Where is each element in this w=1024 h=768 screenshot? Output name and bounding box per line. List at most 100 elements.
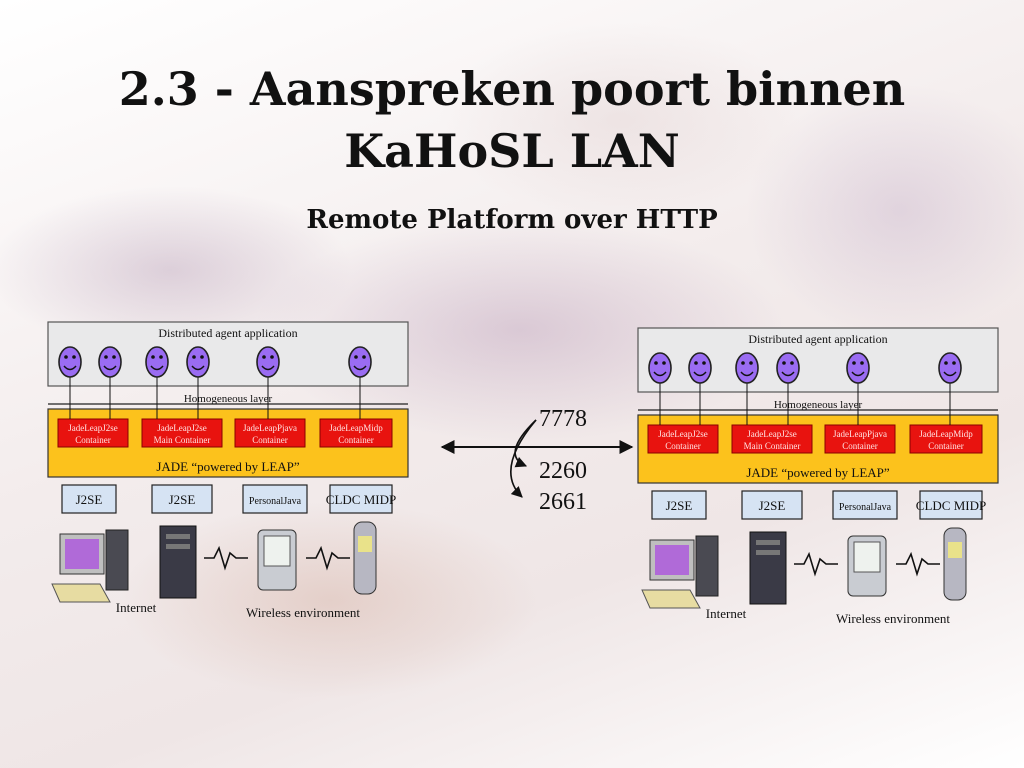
server-bay-icon (166, 534, 190, 539)
container-label: JadeLeapMidp (919, 429, 973, 439)
platform-diagram-right: Distributed agent applicationHomogeneous… (637, 327, 999, 626)
agent-mouth (943, 371, 957, 377)
layer-label: Homogeneous layer (774, 399, 863, 411)
container-box (824, 424, 896, 454)
container-label: JadeLeapJ2se (68, 423, 117, 433)
agent-eye (159, 355, 163, 359)
agent-mouth (353, 365, 367, 371)
agent-eye (64, 355, 68, 359)
wireless-link-icon (204, 545, 248, 571)
agent-eye (694, 361, 698, 365)
phone-screen-icon (948, 542, 962, 558)
agent-smiley (648, 352, 672, 384)
agent-eye (104, 355, 108, 359)
agent-eye (852, 361, 856, 365)
agent-smiley (348, 346, 372, 378)
container-box (647, 424, 719, 454)
wireless-label: Wireless environment (836, 611, 950, 626)
phone-screen-icon (358, 536, 372, 552)
runtime-box (61, 484, 117, 514)
runtime-box (329, 484, 393, 514)
title-line-1: 2.3 - Aanspreken poort binnen (118, 62, 906, 116)
server-bay-icon (756, 540, 780, 545)
agent-eye (192, 355, 196, 359)
runtime-label: J2SE (76, 492, 103, 507)
port-label: 2260 (539, 458, 587, 484)
runtime-box (832, 490, 898, 520)
container-label: Container (338, 435, 374, 445)
port-arrow-2260 (514, 419, 537, 468)
container-box (57, 418, 129, 448)
agent-eye (270, 355, 274, 359)
pc-tower-icon (695, 535, 719, 597)
wireless-link-icon (896, 551, 940, 577)
pc-screen-icon (65, 539, 99, 569)
container-box (234, 418, 306, 448)
agent-eye (860, 361, 864, 365)
phone-icon (353, 521, 377, 595)
container-label: Main Container (744, 441, 801, 451)
container-label: JadeLeapPjava (243, 423, 297, 433)
container-box (731, 424, 813, 454)
agent-smiley (776, 352, 800, 384)
runtime-box (651, 490, 707, 520)
agent-eye (749, 361, 753, 365)
keyboard-icon (641, 589, 701, 609)
server-bay-icon (166, 544, 190, 549)
agent-eye (200, 355, 204, 359)
agent-mouth (851, 371, 865, 377)
agent-eye (662, 361, 666, 365)
container-box (909, 424, 983, 454)
container-label: Main Container (154, 435, 211, 445)
container-label: JadeLeapPjava (833, 429, 887, 439)
pc-screen-icon (655, 545, 689, 575)
runtime-label: CLDC MIDP (326, 492, 396, 507)
port-arrow-2661 (510, 419, 537, 498)
container-label: JadeLeapMidp (329, 423, 383, 433)
layer-label: Homogeneous layer (184, 393, 273, 405)
agent-eye (354, 355, 358, 359)
agent-smiley (846, 352, 870, 384)
runtime-label: PersonalJava (839, 502, 892, 513)
agent-eye (262, 355, 266, 359)
wireless-link-icon (306, 545, 350, 571)
runtime-label: J2SE (666, 498, 693, 513)
agent-eye (952, 361, 956, 365)
jade-label: JADE “powered by LEAP” (746, 465, 890, 480)
container-box (141, 418, 223, 448)
platform-diagram-left: Distributed agent applicationHomogeneous… (47, 321, 409, 620)
container-label: Container (842, 441, 878, 451)
app-label: Distributed agent application (748, 332, 887, 346)
container-label: JadeLeapJ2se (157, 423, 206, 433)
port-label: 7778 (539, 406, 587, 432)
agent-eye (790, 361, 794, 365)
agent-mouth (63, 365, 77, 371)
container-label: Container (75, 435, 111, 445)
agent-mouth (261, 365, 275, 371)
phone-icon (943, 527, 967, 601)
wireless-link-icon (794, 551, 838, 577)
agent-mouth (191, 365, 205, 371)
runtime-box (151, 484, 213, 514)
runtime-label: CLDC MIDP (916, 498, 986, 513)
container-label: Container (928, 441, 964, 451)
container-label: Container (665, 441, 701, 451)
pda-screen-icon (853, 541, 881, 573)
runtime-box (919, 490, 983, 520)
agent-mouth (693, 371, 707, 377)
runtime-label: PersonalJava (249, 496, 302, 507)
container-label: Container (252, 435, 288, 445)
runtime-label: J2SE (169, 492, 196, 507)
container-box (319, 418, 393, 448)
title-line-2: KaHoSL LAN (344, 124, 680, 178)
wireless-label: Wireless environment (246, 605, 360, 620)
agent-eye (944, 361, 948, 365)
agent-eye (72, 355, 76, 359)
runtime-label: J2SE (759, 498, 786, 513)
agent-smiley (58, 346, 82, 378)
agent-smiley (688, 352, 712, 384)
agent-smiley (938, 352, 962, 384)
pc-tower-icon (105, 529, 129, 591)
